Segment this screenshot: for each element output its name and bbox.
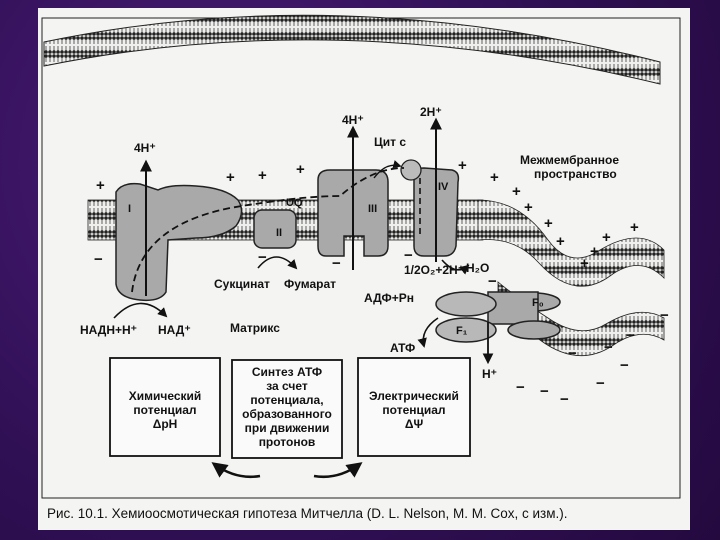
atp-synthase-stalk <box>487 291 539 325</box>
water-label: H₂O <box>466 261 489 275</box>
svg-text:+: + <box>524 199 533 216</box>
chemical-potential-box: Химический потенциал ΔpH <box>109 357 221 457</box>
svg-text:+: + <box>630 219 639 236</box>
succinate-label: Сукцинат <box>214 277 270 291</box>
intermembrane-label-2: пространство <box>534 167 617 181</box>
box-arrow-left <box>211 462 261 479</box>
succinate-arrow <box>257 256 298 270</box>
svg-text:+: + <box>258 167 267 184</box>
nadh-arrow <box>113 302 168 319</box>
svg-text:−: − <box>404 247 413 264</box>
f0-label: F₀ <box>532 297 544 309</box>
complex-II-label: II <box>276 227 282 239</box>
complex-II <box>253 209 297 249</box>
svg-text:ΔΨ: ΔΨ <box>405 417 424 431</box>
outer-membrane <box>43 14 661 85</box>
adp-label: АДФ+Pн <box>364 291 414 305</box>
svg-text:−: − <box>516 379 525 396</box>
complex-I-label: I <box>128 203 131 215</box>
box-arrow-right <box>313 462 363 479</box>
svg-text:+: + <box>490 169 499 186</box>
svg-text:за счет: за счет <box>266 379 308 393</box>
cyt-c-label: Цит с <box>374 135 406 149</box>
f0-subunit-lower <box>507 320 561 340</box>
svg-text:−: − <box>620 357 629 374</box>
svg-text:+: + <box>602 229 611 246</box>
svg-text:+: + <box>556 233 565 250</box>
electric-potential-box: Электрический потенциал ΔΨ <box>357 357 471 457</box>
svg-text:−: − <box>604 339 613 356</box>
svg-text:Синтез АТФ: Синтез АТФ <box>252 365 322 379</box>
svg-text:−: − <box>568 345 577 362</box>
nadh-label: НАДН+Н⁺ <box>80 323 137 337</box>
matrix-label: Матрикс <box>230 321 280 335</box>
svg-text:−: − <box>540 383 549 400</box>
atp-synthesis-box: Синтез АТФ за счет потенциала, образован… <box>231 359 343 459</box>
proton-out-label: H⁺ <box>482 367 497 381</box>
svg-text:−: − <box>626 327 635 344</box>
proton-label-4h-left: 4H⁺ <box>134 141 156 155</box>
complex-III-label: III <box>368 203 377 215</box>
svg-text:−: − <box>488 273 497 290</box>
nad-label: НАД⁺ <box>158 323 191 337</box>
svg-text:протонов: протонов <box>259 435 316 449</box>
svg-text:−: − <box>596 375 605 392</box>
svg-text:−: − <box>258 249 267 266</box>
positive-charges: + + + + + + + + + + + + + + <box>96 157 639 272</box>
ubiquinone-label: UQ <box>286 197 303 209</box>
inner-membrane-fold <box>477 199 665 287</box>
svg-text:+: + <box>296 161 305 178</box>
svg-text:потенциал: потенциал <box>382 403 445 417</box>
complex-I <box>115 182 243 302</box>
svg-text:−: − <box>332 255 341 272</box>
cytochrome-c <box>400 159 422 181</box>
svg-text:Электрический: Электрический <box>369 389 459 403</box>
fumarate-label: Фумарат <box>284 277 336 291</box>
svg-text:потенциал: потенциал <box>133 403 196 417</box>
svg-text:+: + <box>544 215 553 232</box>
oxygen-reaction-label: 1/2O₂+2H⁺ <box>404 263 464 277</box>
svg-text:−: − <box>94 251 103 268</box>
svg-text:образованного: образованного <box>242 407 332 421</box>
svg-text:−: − <box>660 307 669 324</box>
svg-text:+: + <box>96 177 105 194</box>
atp-label: АТФ <box>390 341 415 355</box>
f1-subunit-upper <box>435 291 497 317</box>
svg-text:+: + <box>512 183 521 200</box>
svg-text:ΔpH: ΔpH <box>153 417 178 431</box>
electron-path <box>131 167 405 293</box>
f1-label: F₁ <box>456 325 468 337</box>
complex-IV-label: IV <box>438 181 449 193</box>
svg-text:+: + <box>226 169 235 186</box>
svg-text:+: + <box>580 255 589 272</box>
figure-caption: Рис. 10.1. Хемиоосмотическая гипотеза Ми… <box>47 506 568 521</box>
svg-text:+: + <box>590 243 599 260</box>
svg-text:Химический: Химический <box>129 389 202 403</box>
intermembrane-label-1: Межмембранное <box>520 153 619 167</box>
svg-text:потенциала,: потенциала, <box>250 393 323 407</box>
proton-label-4h-mid: 4H⁺ <box>342 113 364 127</box>
cyt-c-arrow <box>373 160 402 179</box>
svg-text:+: + <box>458 157 467 174</box>
svg-text:−: − <box>560 391 569 408</box>
water-arrow <box>441 259 470 275</box>
f1-subunit-lower <box>435 317 497 343</box>
proton-label-2h: 2H⁺ <box>420 105 442 119</box>
atp-arrow <box>417 317 439 348</box>
negative-charges: − − − − − − − − − − − − − − <box>94 247 669 408</box>
svg-text:при движении: при движении <box>245 421 330 435</box>
